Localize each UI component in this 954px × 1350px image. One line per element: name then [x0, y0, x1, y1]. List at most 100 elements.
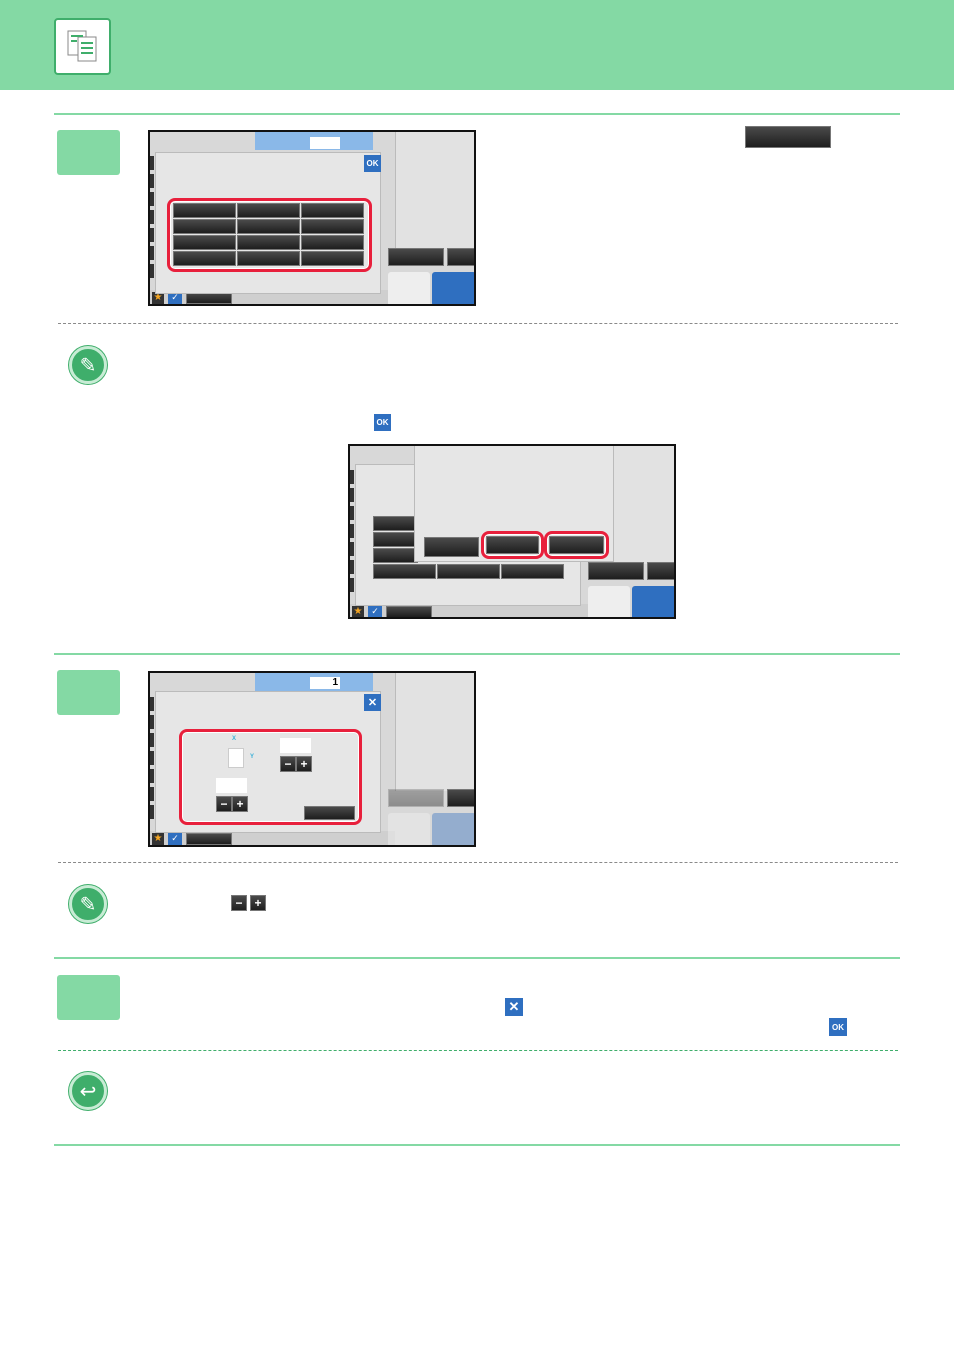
color-start-button: [632, 586, 674, 617]
size-option-button: [373, 548, 418, 563]
minus-icon: −: [231, 895, 247, 911]
left-tab: [150, 787, 154, 801]
size-option-button: [173, 251, 236, 266]
copy-document-icon: [54, 18, 111, 75]
left-tab: [350, 560, 354, 574]
side-button: [388, 789, 444, 807]
inline-key-button: [745, 126, 831, 148]
right-panel: [395, 132, 474, 250]
plus-icon: +: [250, 895, 266, 911]
size-option-button: [301, 251, 364, 266]
option-highlight: [544, 531, 609, 559]
divider: [54, 653, 900, 655]
left-tab: [350, 470, 354, 484]
divider: [54, 113, 900, 115]
favorite-icon: ★: [352, 606, 364, 617]
divider: [54, 957, 900, 959]
step-3-badge: [57, 975, 120, 1020]
size-option-button: [237, 203, 300, 218]
left-tab: [150, 805, 154, 819]
size-option-button: [301, 219, 364, 234]
paper-size-icon: [228, 748, 244, 768]
bw-start-button: [388, 272, 430, 304]
size-option-button: [373, 564, 436, 579]
check-icon: ✓: [168, 292, 182, 304]
ok-icon: OK: [829, 1018, 847, 1036]
step-2-badge: [57, 670, 120, 715]
page-header: [0, 0, 954, 90]
ok-button: OK: [364, 155, 381, 172]
right-panel: [395, 673, 474, 791]
side-button: [447, 248, 474, 266]
check-icon: ✓: [168, 833, 182, 845]
left-tab: [150, 192, 154, 206]
side-button: [388, 248, 444, 266]
size-option-button: [173, 219, 236, 234]
left-tab: [150, 156, 154, 170]
size-input-highlight: [179, 729, 362, 825]
bottom-button: [386, 606, 432, 617]
left-tab: [150, 715, 154, 729]
size-option-button: [373, 516, 418, 531]
left-tab: [350, 578, 354, 592]
left-tab: [150, 697, 154, 711]
left-tab: [150, 769, 154, 783]
left-tab: [350, 524, 354, 538]
size-options-highlight: [167, 198, 372, 272]
left-tab: [150, 733, 154, 747]
side-button: [588, 562, 644, 580]
left-tab: [150, 751, 154, 765]
bw-start-button: [388, 813, 430, 845]
y-plus-button: +: [232, 796, 248, 812]
y-label: Y: [250, 754, 255, 760]
screen-step-1: ★ ✓ OK: [148, 130, 476, 306]
left-tab: [350, 542, 354, 556]
left-tab: [150, 210, 154, 224]
left-tab: [150, 264, 154, 278]
store-button: [304, 806, 355, 820]
size-option-button: [373, 532, 418, 547]
size-option-button: [173, 235, 236, 250]
ok-icon: OK: [374, 414, 391, 431]
copies-field: [310, 137, 340, 149]
color-start-button: [432, 813, 474, 845]
option-button: [549, 536, 604, 554]
size-option-button: [501, 564, 564, 579]
left-tab: [150, 246, 154, 260]
x-plus-button: +: [296, 756, 312, 772]
bottom-button: [186, 833, 232, 845]
bw-start-button: [588, 586, 630, 617]
dashed-divider: [58, 1050, 898, 1051]
favorite-icon: ★: [152, 833, 164, 845]
side-button: [647, 562, 674, 580]
divider: [54, 1144, 900, 1146]
screen-note-1: ★✓: [348, 444, 676, 619]
step-1-badge: [57, 130, 120, 175]
left-tab: [150, 174, 154, 188]
x-label: X: [232, 736, 237, 742]
size-option-button: [173, 203, 236, 218]
size-option-button: [237, 219, 300, 234]
y-size-field: [216, 778, 247, 793]
x-minus-button: −: [280, 756, 296, 772]
size-option-button: [301, 235, 364, 250]
close-icon: ✕: [505, 998, 523, 1016]
popup-dialog: [414, 446, 614, 562]
size-option-button: [437, 564, 500, 579]
size-option-button: [301, 203, 364, 218]
size-option-button: [237, 251, 300, 266]
pencil-note-icon: ✎: [69, 346, 107, 384]
option-button: [424, 537, 479, 557]
left-tab: [350, 506, 354, 520]
dialog: OK: [155, 152, 381, 294]
side-button: [447, 789, 474, 807]
return-icon: ↩: [69, 1072, 107, 1110]
option-highlight: [481, 531, 544, 559]
check-icon: ✓: [368, 606, 382, 617]
favorite-icon: ★: [152, 292, 164, 304]
dashed-divider: [58, 323, 898, 324]
color-start-button: [432, 272, 474, 304]
dashed-divider: [58, 862, 898, 863]
